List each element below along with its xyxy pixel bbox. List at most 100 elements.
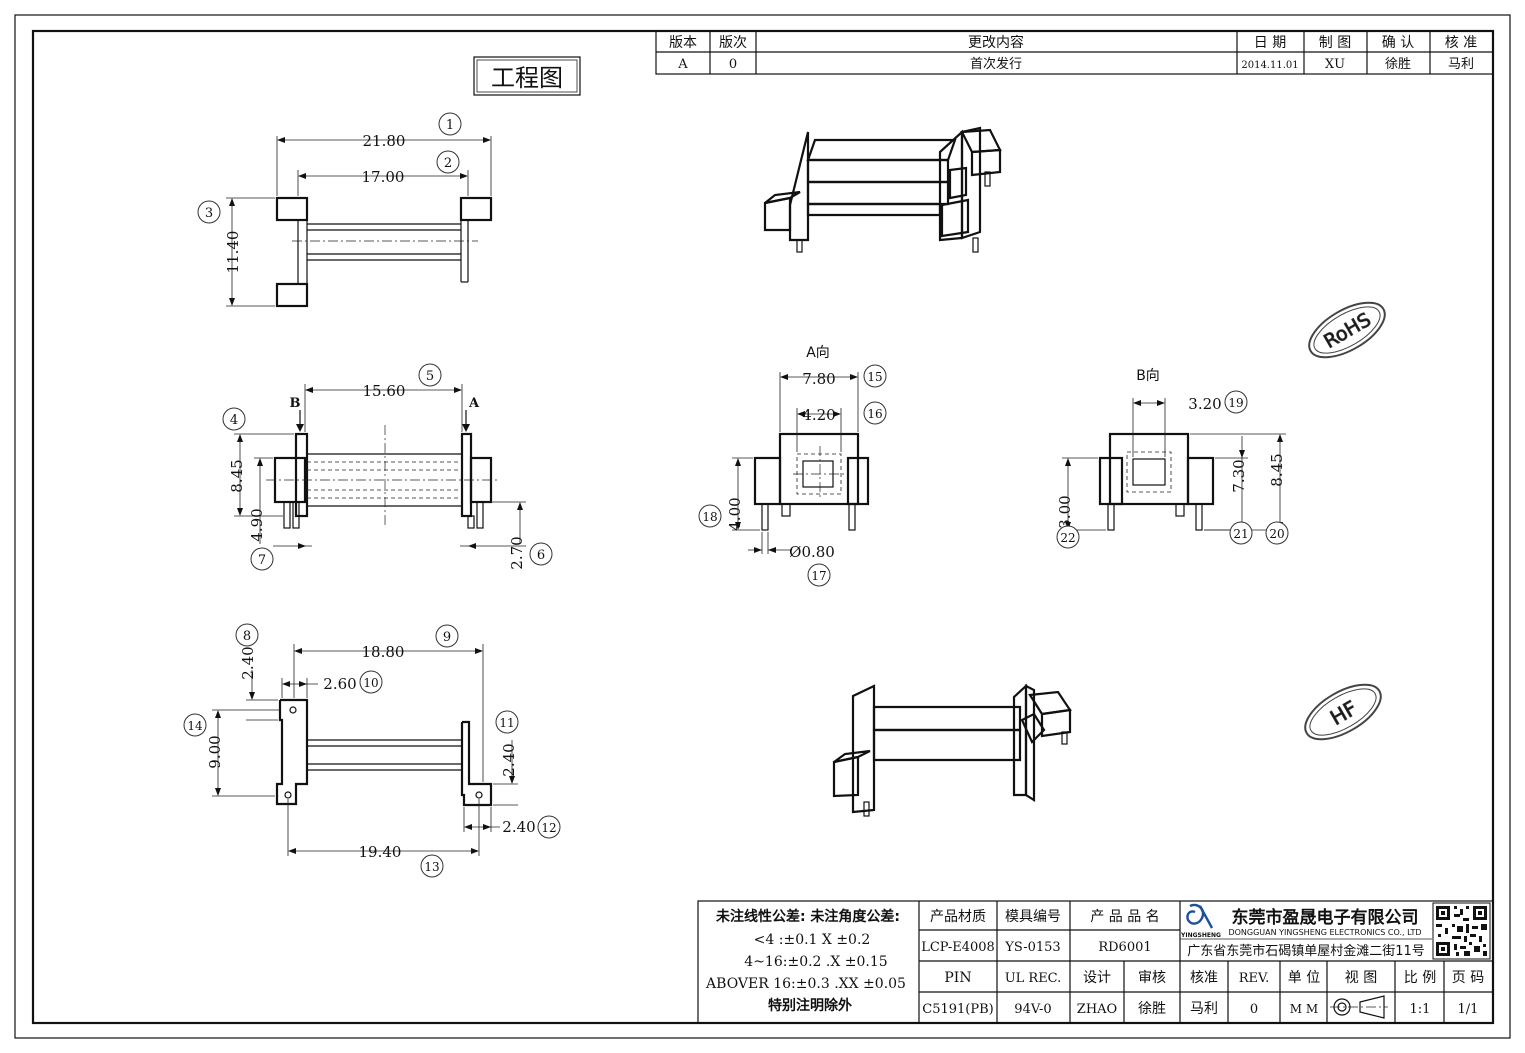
company-address: 广东省东莞市石碣镇单屋村金滩二街11号 xyxy=(1187,943,1425,959)
product-value: RD6001 xyxy=(1098,940,1151,955)
scale-label: 比 例 xyxy=(1404,970,1436,986)
isometric-view-bottom xyxy=(832,683,1072,817)
dim-11-text: 2.40 xyxy=(500,743,518,776)
rev-header-change: 更改内容 xyxy=(968,34,1024,51)
qr-code-icon xyxy=(1432,902,1491,960)
rev-header-drawn: 制 图 xyxy=(1319,35,1351,51)
unit-label: 单 位 xyxy=(1288,970,1320,986)
rev-change-value: 首次发行 xyxy=(970,56,1022,72)
rev-edition-value: 0 xyxy=(729,57,737,72)
rev-label: REV. xyxy=(1239,971,1270,986)
drawing-title-box: 工程图 xyxy=(473,56,581,96)
tol-line-2: <4 :±0.1 X ±0.2 xyxy=(754,932,871,948)
pin-value: C5191(PB) xyxy=(922,1002,993,1017)
title-block: 未注线性公差: 未注角度公差: <4 :±0.1 X ±0.2 4~16:±0.… xyxy=(697,900,1494,1024)
callout-19: 19 xyxy=(1228,396,1243,410)
tol-line-4: ABOVER 16:±0.3 .XX ±0.05 xyxy=(705,976,906,992)
dim-20-text: 8.45 xyxy=(1268,453,1286,486)
dim-16-text: 4.20 xyxy=(802,406,835,424)
design-label: 设计 xyxy=(1083,970,1111,986)
view-arrow-a: A xyxy=(468,396,480,411)
view-arrow-b: B xyxy=(290,396,301,411)
dim-18-text: 4.00 xyxy=(726,497,744,530)
dim-14-text: 9.00 xyxy=(206,735,224,768)
tol-line-5: 特别注明除外 xyxy=(768,997,852,1014)
approve-value: 马利 xyxy=(1190,1001,1218,1017)
dim-7-text: 4.90 xyxy=(248,508,266,541)
b-view-label: B向 xyxy=(1136,368,1160,384)
callout-13: 13 xyxy=(424,860,439,874)
callouts: 1 2 3 4 5 6 7 8 9 10 11 12 13 14 15 16 1… xyxy=(183,112,1289,878)
b-view: B向 3.20 8.45 7.30 3.00 xyxy=(1056,368,1286,531)
callout-12: 12 xyxy=(541,821,556,835)
callout-5: 5 xyxy=(426,369,434,384)
rev-header-version: 版本 xyxy=(669,35,697,51)
tol-line-3: 4~16:±0.2 .X ±0.15 xyxy=(744,954,887,970)
callout-7: 7 xyxy=(258,553,266,568)
mold-value: YS-0153 xyxy=(1004,940,1060,955)
rev-approve-value: 马利 xyxy=(1448,57,1474,72)
callout-22: 22 xyxy=(1060,531,1075,545)
callout-2: 2 xyxy=(444,156,452,171)
dim-1-text: 21.80 xyxy=(363,132,406,150)
view-label: 视 图 xyxy=(1345,970,1377,986)
dim-10-text: 2.60 xyxy=(323,675,356,693)
dim-8-text: 2.40 xyxy=(239,646,257,679)
callout-1: 1 xyxy=(446,118,454,133)
approve-label: 核准 xyxy=(1190,970,1218,986)
rev-version-value: A xyxy=(677,57,688,72)
ul-value: 94V-0 xyxy=(1014,1002,1051,1017)
dim-12-text: 2.40 xyxy=(502,818,535,836)
rev-header-edition: 版次 xyxy=(719,35,747,51)
tol-line-1: 未注线性公差: 未注角度公差: xyxy=(716,908,900,925)
callout-18: 18 xyxy=(702,510,717,524)
dim-9-text: 18.80 xyxy=(362,643,405,661)
company-logo-icon: YINGSHENG xyxy=(1180,903,1221,939)
dim-21-text: 7.30 xyxy=(1230,459,1248,492)
rev-date-value: 2014.11.01 xyxy=(1241,60,1298,71)
callout-4: 4 xyxy=(230,413,238,428)
callout-21: 21 xyxy=(1233,527,1248,541)
review-label: 审核 xyxy=(1138,970,1166,986)
dim-15-text: 7.80 xyxy=(802,370,835,388)
dim-4-text: 8.45 xyxy=(228,459,246,492)
rev-header-date: 日 期 xyxy=(1254,35,1286,51)
material-label: 产品材质 xyxy=(930,909,986,925)
product-label: 产 品 品 名 xyxy=(1090,909,1159,925)
callout-6: 6 xyxy=(537,548,545,563)
page-value: 1/1 xyxy=(1458,1002,1479,1017)
rohs-stamp: RoHS xyxy=(1308,301,1386,359)
company-brand: YINGSHENG xyxy=(1180,932,1221,939)
callout-14: 14 xyxy=(187,719,203,733)
dim-3-text: 11.40 xyxy=(224,231,242,274)
ul-label: UL REC. xyxy=(1005,971,1062,986)
bottom-view: 18.80 2.60 2.40 9.00 2.40 2.40 xyxy=(206,643,536,861)
projection-symbol-icon xyxy=(1330,995,1388,1019)
mold-label: 模具编号 xyxy=(1005,909,1061,925)
dim-2-text: 17.00 xyxy=(362,168,405,186)
dim-5-text: 15.60 xyxy=(363,382,406,400)
top-view: 21.80 17.00 11.40 xyxy=(224,132,493,308)
a-view: A向 7.80 4.20 4.00 xyxy=(726,345,870,561)
dim-13-text: 19.40 xyxy=(359,843,402,861)
callout-10: 10 xyxy=(363,676,378,690)
outer-border xyxy=(14,14,1511,1039)
pin-label: PIN xyxy=(944,970,971,986)
callout-15: 15 xyxy=(867,370,882,384)
dim-17-text: Ø0.80 xyxy=(789,543,835,561)
unit-value: M M xyxy=(1290,1002,1318,1016)
isometric-view-top xyxy=(763,126,1002,253)
dim-19-text: 3.20 xyxy=(1188,395,1221,413)
review-value: 徐胜 xyxy=(1138,1001,1166,1017)
rev-header-approve: 核 准 xyxy=(1445,35,1477,51)
dim-6-text: 2.70 xyxy=(508,536,526,569)
callout-11: 11 xyxy=(499,716,514,730)
callout-16: 16 xyxy=(867,407,882,421)
dim-22-text: 3.00 xyxy=(1056,495,1074,528)
drawing-title: 工程图 xyxy=(491,64,563,92)
material-value: LCP-E4008 xyxy=(921,940,995,955)
page-label: 页 码 xyxy=(1452,970,1484,986)
callout-20: 20 xyxy=(1269,527,1284,541)
rev-drawn-value: XU xyxy=(1325,57,1345,72)
scale-value: 1:1 xyxy=(1410,1002,1431,1017)
